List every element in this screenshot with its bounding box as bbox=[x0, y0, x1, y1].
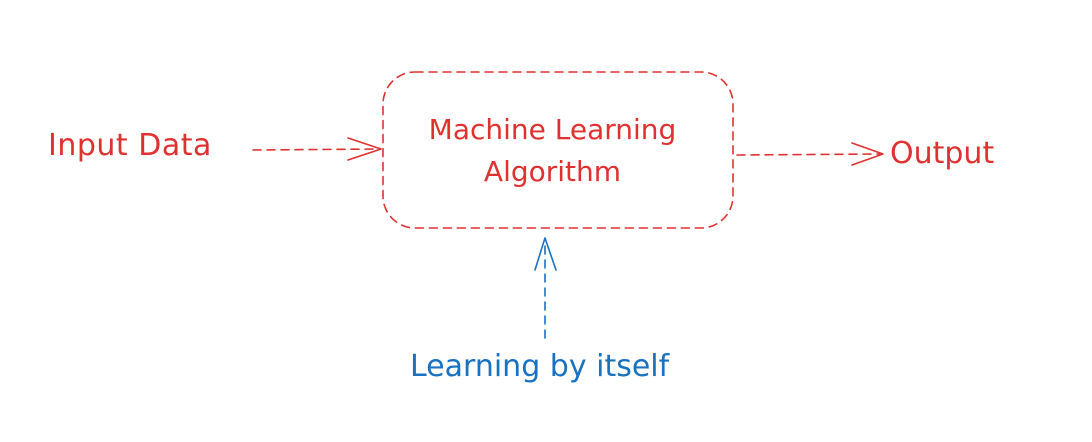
output-arrow bbox=[736, 142, 884, 166]
feedback-arrow bbox=[534, 237, 557, 339]
feedback-label: Learning by itself bbox=[410, 349, 670, 384]
algorithm-label-line2: Algorithm bbox=[483, 155, 622, 188]
output-label: Output bbox=[890, 136, 995, 171]
input-arrow bbox=[252, 137, 382, 161]
algorithm-box bbox=[382, 71, 734, 229]
algorithm-label-line1: Machine Learning bbox=[428, 113, 677, 146]
input-data-label: Input Data bbox=[48, 128, 212, 163]
